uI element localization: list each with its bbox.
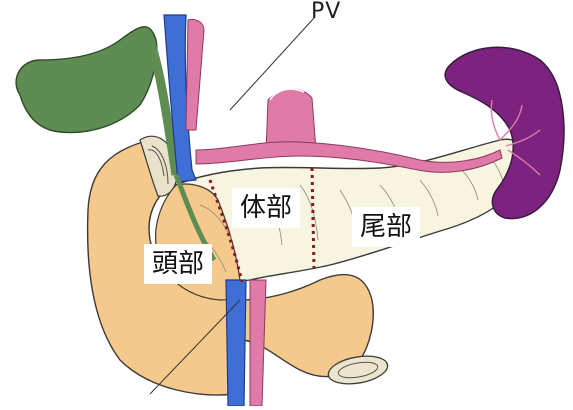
body-tail-boundary [312,168,314,268]
pv-label: PV [311,0,341,24]
tail-label: 尾部 [352,207,420,247]
body-label: 体部 [232,188,300,228]
head-label: 頭部 [144,244,212,284]
gallbladder [16,27,157,133]
superior-mesenteric-vein [226,280,246,406]
